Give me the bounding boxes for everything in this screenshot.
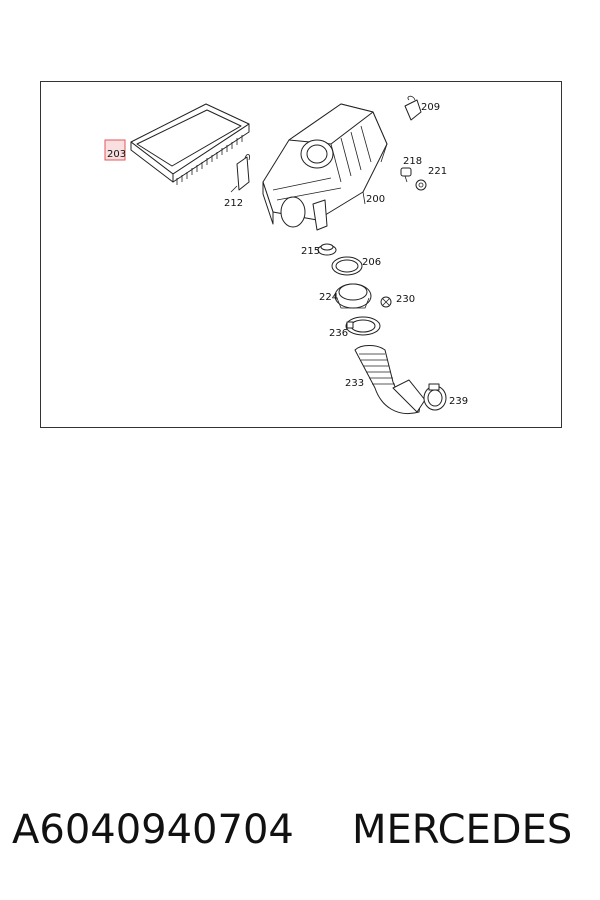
- ring-seal-part: [331, 256, 363, 276]
- callout-209[interactable]: 209: [421, 102, 440, 113]
- callout-212[interactable]: 212: [224, 198, 243, 209]
- intake-connector-part: [334, 283, 372, 309]
- callout-230[interactable]: 230: [396, 294, 415, 305]
- air-filter-housing: [262, 103, 388, 231]
- callout-224[interactable]: 224: [319, 292, 338, 303]
- air-filter-element: [130, 103, 250, 185]
- diagram-drawing: 203 209 218 221 212 200 215 206 224 230 …: [104, 95, 468, 414]
- callout-221[interactable]: 221: [428, 166, 447, 177]
- callout-236[interactable]: 236: [329, 328, 348, 339]
- callout-218[interactable]: 218: [403, 156, 422, 167]
- clip-part: [404, 95, 422, 121]
- hose-clamp-small-part: [423, 383, 447, 411]
- footer: A6040940704 MERCEDES: [0, 800, 600, 860]
- brand-name: MERCEDES: [352, 807, 573, 853]
- screw-part: [380, 296, 392, 308]
- callout-215[interactable]: 215: [301, 246, 320, 257]
- callout-206[interactable]: 206: [362, 257, 381, 268]
- part-number: A6040940704: [12, 807, 294, 853]
- nut-part: [415, 179, 427, 191]
- highlight-box-203: [104, 139, 126, 161]
- callout-203[interactable]: 203: [107, 149, 126, 160]
- parts-diagram: 203 209 218 221 212 200 215 206 224 230 …: [40, 81, 562, 428]
- callout-233[interactable]: 233: [345, 378, 364, 389]
- bracket-part: [230, 154, 250, 193]
- callout-200[interactable]: 200: [366, 194, 385, 205]
- intake-hose-part: [354, 345, 426, 414]
- hose-clamp-part: [345, 316, 381, 336]
- sensor-part: [400, 167, 412, 183]
- callout-239[interactable]: 239: [449, 396, 468, 407]
- grommet-part: [317, 243, 337, 256]
